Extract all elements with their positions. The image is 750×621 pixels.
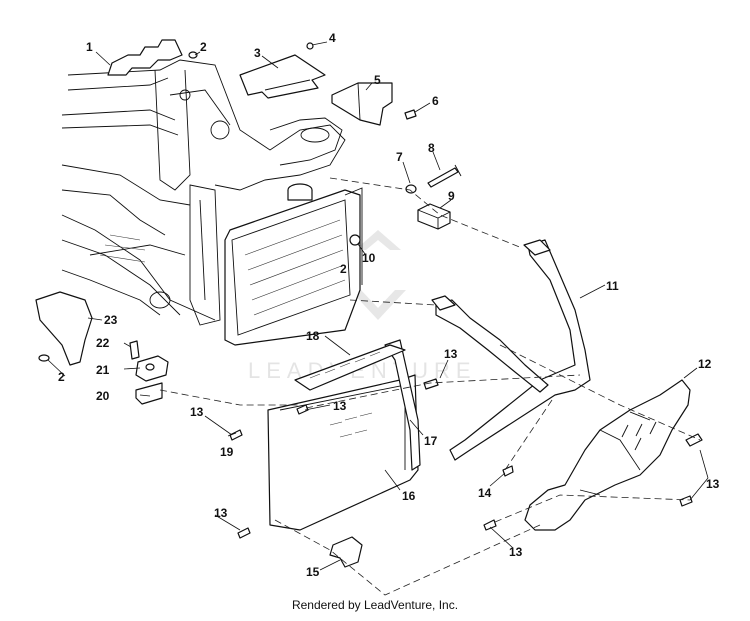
callout-4: 4 bbox=[329, 31, 336, 45]
callout-13-b: 13 bbox=[333, 399, 347, 413]
part-1-bracket bbox=[107, 39, 183, 76]
callout-2-radiator: 2 bbox=[340, 262, 347, 276]
callout-13-a: 13 bbox=[444, 347, 458, 361]
part-3-plate bbox=[239, 54, 326, 99]
callout-21: 21 bbox=[96, 363, 110, 377]
callout-13-d: 13 bbox=[214, 506, 228, 520]
footer-credit: Rendered by LeadVenture, Inc. bbox=[291, 598, 459, 612]
callout-13-c: 13 bbox=[190, 405, 204, 419]
callout-12: 12 bbox=[698, 357, 712, 371]
part-18-top-plate bbox=[294, 344, 406, 391]
part-6-bolt bbox=[404, 109, 417, 120]
part-12-skid-plate bbox=[524, 379, 691, 531]
part-20-bracket bbox=[135, 382, 163, 405]
callout-13-f: 13 bbox=[509, 545, 523, 559]
callout-6: 6 bbox=[432, 94, 439, 108]
callout-3: 3 bbox=[254, 46, 261, 60]
callout-11: 11 bbox=[606, 279, 619, 293]
part-8-bolt bbox=[427, 167, 459, 188]
leader-lines bbox=[47, 41, 709, 571]
callout-1: 1 bbox=[86, 40, 93, 54]
callout-13-e: 13 bbox=[706, 477, 720, 491]
part-15-clip bbox=[329, 536, 363, 568]
callout-9: 9 bbox=[448, 189, 455, 203]
callout-16: 16 bbox=[402, 489, 416, 503]
part-23-flap bbox=[35, 291, 93, 366]
part-11-bumper bbox=[449, 239, 591, 461]
watermark-logo bbox=[350, 230, 406, 320]
callout-18: 18 bbox=[306, 329, 320, 343]
callout-15: 15 bbox=[306, 565, 320, 579]
callout-17: 17 bbox=[424, 434, 438, 448]
part-5-bracket bbox=[331, 82, 393, 126]
part-22-screw bbox=[129, 340, 140, 360]
callout-22: 22 bbox=[96, 336, 110, 350]
part-7-washer bbox=[405, 184, 417, 194]
callout-2-top: 2 bbox=[200, 40, 207, 54]
callout-2-left: 2 bbox=[58, 370, 65, 384]
assembly-lines bbox=[159, 177, 701, 596]
callout-10: 10 bbox=[362, 251, 376, 265]
radiator bbox=[224, 183, 363, 346]
frame-chassis bbox=[61, 59, 346, 326]
part-17-side-plate bbox=[384, 339, 421, 471]
fasteners bbox=[38, 42, 703, 539]
callout-23: 23 bbox=[104, 313, 118, 327]
callout-8: 8 bbox=[428, 141, 435, 155]
callout-7: 7 bbox=[396, 150, 403, 164]
callout-5: 5 bbox=[374, 73, 381, 87]
callout-19: 19 bbox=[220, 445, 234, 459]
part-10-nut bbox=[349, 234, 361, 246]
callout-20: 20 bbox=[96, 389, 110, 403]
callout-14: 14 bbox=[478, 486, 492, 500]
